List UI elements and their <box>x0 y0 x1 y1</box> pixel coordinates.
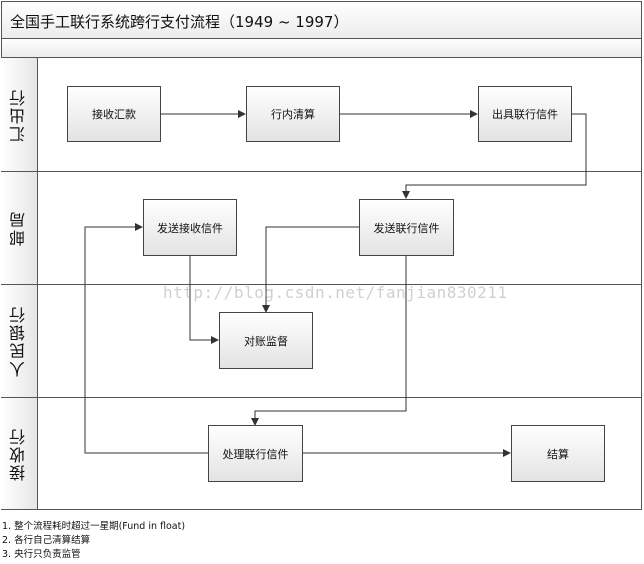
lane-post-office <box>1 171 642 284</box>
edge-n5-n7 <box>251 256 407 426</box>
lane-label-post: 邮局 <box>1 171 38 284</box>
node-settlement: 结算 <box>511 425 605 482</box>
note-3: 3. 央行只负责监管 <box>2 549 81 560</box>
node-receive-remittance: 接收汇款 <box>67 86 161 142</box>
edge-n3-n5 <box>402 113 587 199</box>
lane-remitting-bank <box>1 57 642 171</box>
edge-n4-n6 <box>189 256 219 344</box>
note-2: 2. 各行自己清算结算 <box>2 535 91 546</box>
edge-n5-n6 <box>262 226 360 313</box>
footnotes: 1. 整个流程耗时超过一星期(Fund in float) 2. 各行自己清算结… <box>2 520 185 562</box>
title-bar: 全国手工联行系统跨行支付流程（1949 ~ 1997） <box>1 1 642 39</box>
edge-n7-n4 <box>84 223 208 454</box>
lane-label-receiving: 接收行 <box>1 397 38 509</box>
lane-central-bank <box>1 284 642 397</box>
note-1: 1. 整个流程耗时超过一星期(Fund in float) <box>2 521 186 532</box>
lane-label-remitting: 汇出行 <box>1 57 38 171</box>
node-issue-letter: 出具联行信件 <box>478 86 572 142</box>
node-send-receive-letter: 发送接收信件 <box>143 199 237 256</box>
node-internal-clearing: 行内清算 <box>246 86 340 142</box>
watermark: http://blog.csdn.net/fanjian830211 <box>163 283 508 302</box>
lane-receiving-bank <box>1 397 642 510</box>
diagram-title: 全国手工联行系统跨行支付流程（1949 ~ 1997） <box>10 13 349 31</box>
node-send-interbank-letter: 发送联行信件 <box>359 199 454 256</box>
node-process-letter: 处理联行信件 <box>208 425 303 482</box>
node-reconciliation: 对账监督 <box>219 312 313 369</box>
lane-label-central: 人民银行 <box>1 284 38 397</box>
